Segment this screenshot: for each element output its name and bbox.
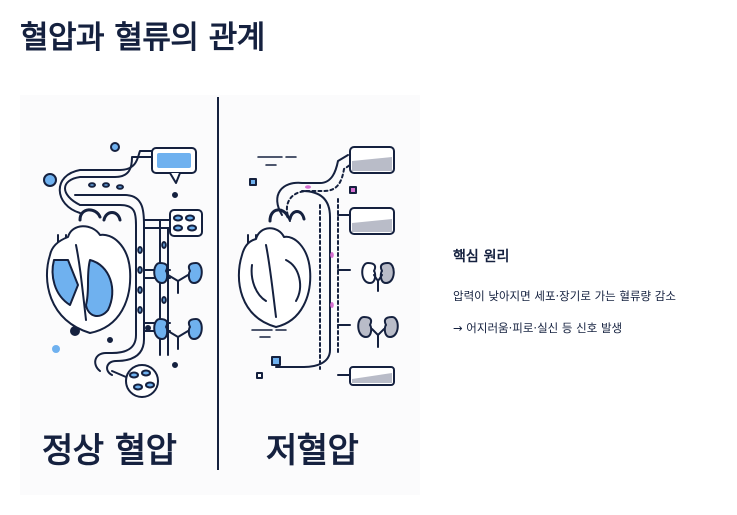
heart-chamber-right xyxy=(85,259,114,317)
key-principle-heading: 핵심 원리 xyxy=(453,249,510,265)
normal-panel xyxy=(43,142,203,398)
decor-square xyxy=(349,186,357,194)
cell-circle xyxy=(125,364,159,398)
normal-bp-label: 정상 혈압 xyxy=(42,431,177,471)
kidney-left xyxy=(361,262,377,284)
kidney-right-2 xyxy=(187,318,203,340)
vessel-top xyxy=(276,154,349,216)
branch-1 xyxy=(143,219,171,229)
heart-chamber-left xyxy=(51,259,79,306)
panel-divider xyxy=(217,97,219,470)
kidney-right-2 xyxy=(383,316,399,338)
low-panel xyxy=(237,146,399,386)
low-bp-label: 저혈압 xyxy=(266,431,359,471)
heart-outline xyxy=(237,227,312,328)
illustration-svg xyxy=(43,142,399,398)
principle-line-1: 압력이 낮아지면 세포·장기로 가는 혈류량 감소 xyxy=(453,289,676,303)
decor-square xyxy=(271,356,281,366)
decor-dot xyxy=(110,142,120,152)
vessel-right-outer xyxy=(74,194,145,376)
branches xyxy=(337,214,351,376)
decor-dot xyxy=(43,173,57,187)
decor-dot xyxy=(172,362,178,368)
kidney-left xyxy=(153,262,169,284)
kidney-right xyxy=(379,262,395,284)
kidney-left-2 xyxy=(153,318,169,340)
cell-box xyxy=(169,209,203,237)
kidney-right xyxy=(187,262,203,284)
blood-pressure-illustration: 정상 혈압 저혈압 xyxy=(20,95,420,495)
vessel-top xyxy=(64,156,153,206)
principle-line-2: → 어지러움·피로·실신 등 신호 발생 xyxy=(453,321,623,335)
vessel-right xyxy=(275,190,331,368)
decor-dot xyxy=(107,337,113,343)
decor-square xyxy=(256,372,263,379)
decor-dot xyxy=(172,192,178,198)
decor-dot xyxy=(145,325,151,331)
decor-square xyxy=(249,178,257,186)
bubble-fill xyxy=(157,153,191,168)
decor-dashes xyxy=(257,156,297,166)
page-title: 혈압과 혈류의 관계 xyxy=(20,20,265,56)
kidney-left-2 xyxy=(357,316,373,338)
key-principle-panel: 핵심 원리 압력이 낮아지면 세포·장기로 가는 혈류량 감소 → 어지러움·피… xyxy=(453,246,733,352)
vessel-right-inner xyxy=(79,204,137,372)
decor-dot xyxy=(52,345,60,353)
decor-dashes xyxy=(251,329,287,338)
vessel-top-outer xyxy=(58,150,153,214)
